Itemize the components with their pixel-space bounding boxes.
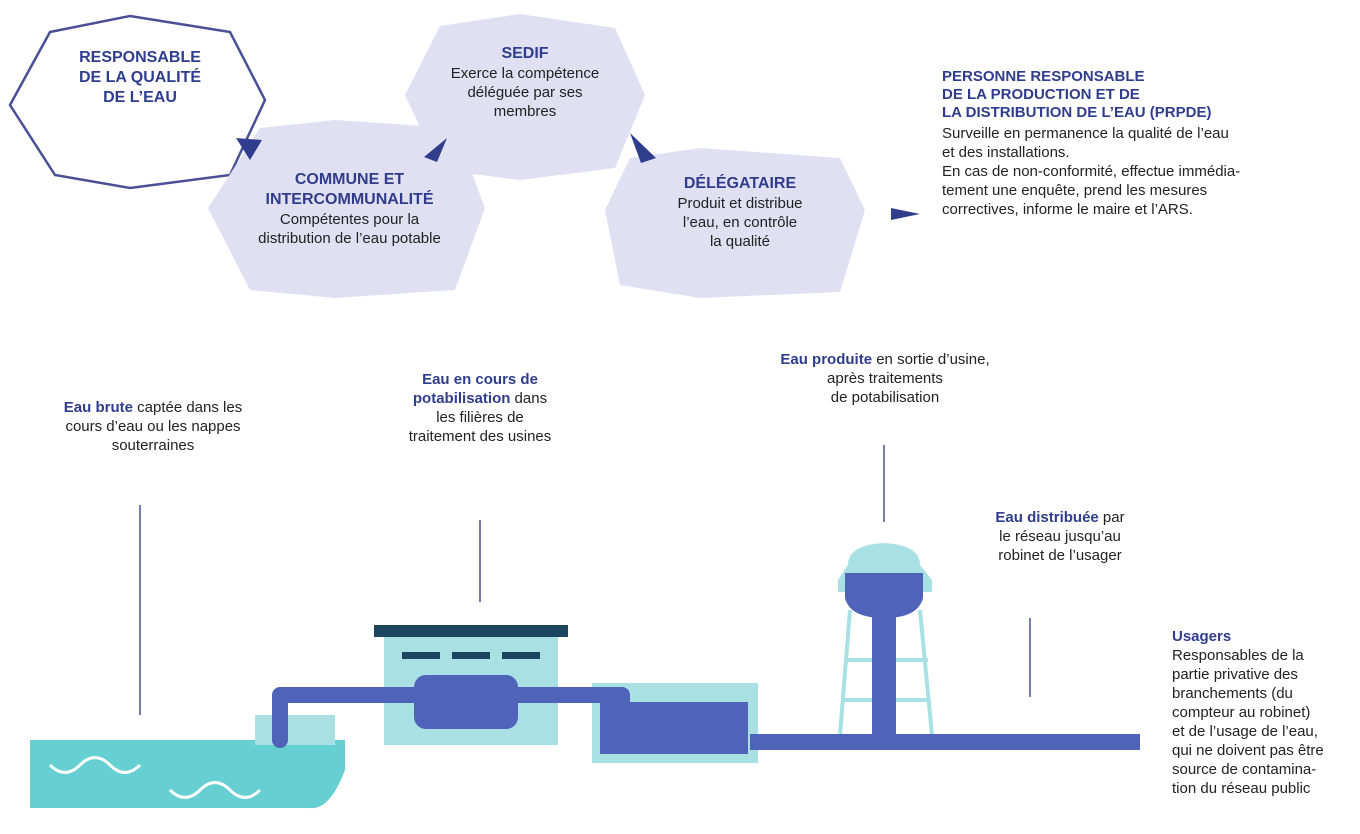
stage-eau-brute: Eau brute captée dans les cours d’eau ou… (63, 399, 243, 454)
stage-usagers: Usagers Responsables de la partie privat… (1172, 627, 1357, 798)
usagers-title: Usagers (1172, 628, 1232, 645)
prpde-desc: Surveille en permanence la qualité de l’… (942, 125, 1241, 218)
stage-potabilisation: Eau en cours de potabilisation dans les … (380, 370, 580, 446)
water-body (30, 740, 345, 809)
delegataire-title: DÉLÉGATAIRE (683, 175, 797, 192)
commune-block: COMMUNE ET INTERCOMMUNALITÉ Compétentes … (222, 170, 477, 248)
arrow-to-prpde (891, 208, 920, 220)
water-tower-bowl (845, 573, 923, 618)
plant-window-3 (502, 652, 540, 659)
plant-roof (374, 625, 568, 637)
octagon-sedif (405, 14, 645, 180)
arrow-quality-to-commune (236, 138, 262, 160)
commune-desc: Compétentes pour la distribution de l’ea… (258, 211, 441, 247)
delegataire-desc: Produit et distribue l’eau, en contrôle … (677, 195, 803, 250)
sedif-block: SEDIF Exerce la compétence déléguée par … (420, 44, 630, 121)
arrow-sedif-to-delegataire (630, 133, 656, 163)
wave-1 (48, 756, 142, 774)
eau-produite-label: Eau produite (780, 351, 873, 368)
potabilisation-label-2: potabilisation (412, 390, 511, 407)
arrow-sedif-to-commune (424, 138, 447, 162)
potabilisation-label-1: Eau en cours de (422, 371, 538, 388)
eau-distribuee-label: Eau distribuée (995, 509, 1099, 526)
delegataire-block: DÉLÉGATAIRE Produit et distribue l’eau, … (630, 174, 850, 251)
filter-tank (414, 675, 518, 729)
octagon-commune (208, 120, 485, 298)
octagon-delegataire (605, 148, 865, 298)
sedif-desc: Exerce la compétence déléguée par ses me… (450, 65, 600, 120)
eau-brute-label: Eau brute (63, 399, 133, 416)
stage-eau-produite: Eau produite en sortie d’usine, après tr… (780, 351, 990, 406)
wave-2 (168, 781, 262, 799)
quality-responsible-title: RESPONSABLE DE LA QUALITÉ DE L’EAU (78, 49, 202, 106)
commune-title: COMMUNE ET INTERCOMMUNALITÉ (265, 171, 434, 208)
sedif-title: SEDIF (501, 45, 549, 62)
prpde-block: PERSONNE RESPONSABLE DE LA PRODUCTION ET… (942, 68, 1322, 219)
plant-window-2 (452, 652, 490, 659)
prpde-title: PERSONNE RESPONSABLE DE LA PRODUCTION ET… (942, 68, 1212, 121)
reservoir-inner (600, 702, 748, 754)
plant-window-1 (402, 652, 440, 659)
intake-box (255, 715, 335, 745)
stage-eau-distribuee: Eau distribuée par le réseau jusqu’au ro… (995, 509, 1125, 564)
